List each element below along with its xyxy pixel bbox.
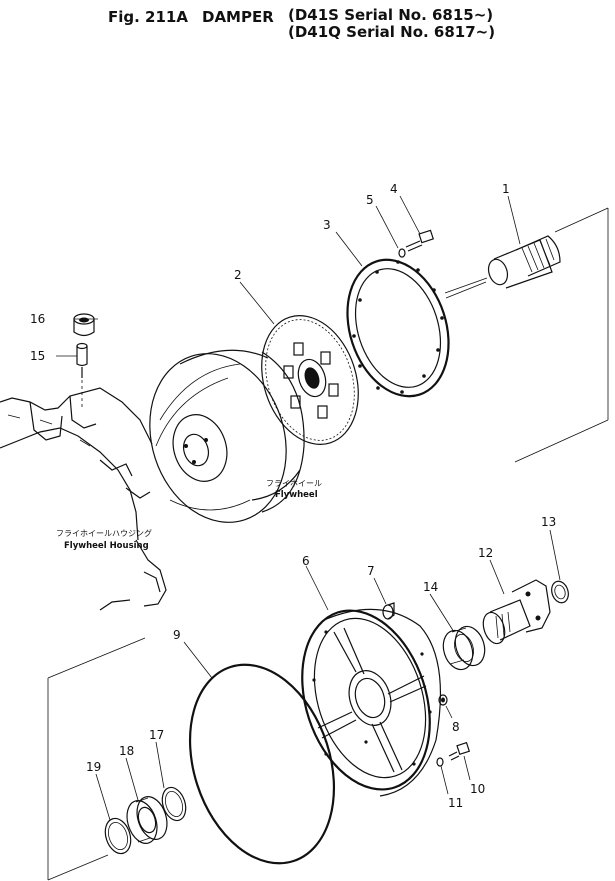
leader-lines	[56, 195, 561, 821]
part-14-bearing	[442, 625, 486, 671]
part-9-o-ring	[188, 663, 336, 865]
part-1-shaft	[487, 235, 561, 289]
part-2-damper-disc	[261, 315, 359, 445]
flywheel-drawing	[149, 349, 305, 523]
flywheel-housing-label-en: Flywheel Housing	[64, 541, 149, 551]
callout-3: 3	[323, 218, 331, 232]
callout-18: 18	[119, 744, 134, 758]
callout-7: 7	[367, 564, 375, 578]
part-17-snap-ring	[161, 786, 187, 822]
part-12-cage	[482, 579, 551, 645]
callout-16: 16	[30, 312, 45, 326]
callout-19: 19	[86, 760, 101, 774]
part-18-bearing	[126, 796, 168, 844]
lower-group-frame	[47, 637, 146, 881]
callout-6: 6	[302, 554, 310, 568]
figure-number: Fig. 211A	[108, 8, 188, 26]
callout-5: 5	[366, 193, 374, 207]
part-15-stud	[76, 342, 88, 410]
callout-10: 10	[470, 782, 485, 796]
part-11-washer	[436, 757, 444, 767]
callout-13: 13	[541, 515, 556, 529]
callout-15: 15	[30, 349, 45, 363]
flywheel-label-jp: フライホイール	[266, 479, 322, 488]
flywheel-label-en: Flywheel	[275, 490, 318, 500]
part-16-cap	[73, 313, 95, 337]
callout-8: 8	[452, 720, 460, 734]
callout-11: 11	[448, 796, 463, 810]
part-4-bolt	[405, 229, 435, 252]
callout-17: 17	[149, 728, 164, 742]
serial-line-2: (D41Q Serial No. 6817~)	[288, 23, 496, 41]
serial-line-1: (D41S Serial No. 6815~)	[288, 6, 494, 24]
callout-2: 2	[234, 268, 242, 282]
figure-title: DAMPER	[202, 8, 274, 26]
upper-group-frame	[444, 207, 609, 463]
flywheel-housing-label-jp: フライホイールハウジング	[56, 528, 152, 538]
part-5-washer	[398, 248, 406, 258]
part-10-bolt	[448, 741, 471, 761]
shaft-axis-line	[445, 281, 487, 299]
callout-9: 9	[173, 628, 181, 642]
part-7-plug	[382, 602, 395, 620]
callout-14: 14	[423, 580, 438, 594]
callout-1: 1	[502, 182, 510, 196]
part-6-housing	[301, 608, 442, 797]
part-8-plug	[438, 694, 448, 706]
flywheel-housing-drawing	[0, 387, 167, 611]
part-3-ring	[346, 258, 450, 398]
callout-12: 12	[478, 546, 493, 560]
part-19-snap-ring	[104, 817, 132, 855]
callout-4: 4	[390, 182, 398, 196]
part-13-snap-ring	[551, 580, 569, 604]
